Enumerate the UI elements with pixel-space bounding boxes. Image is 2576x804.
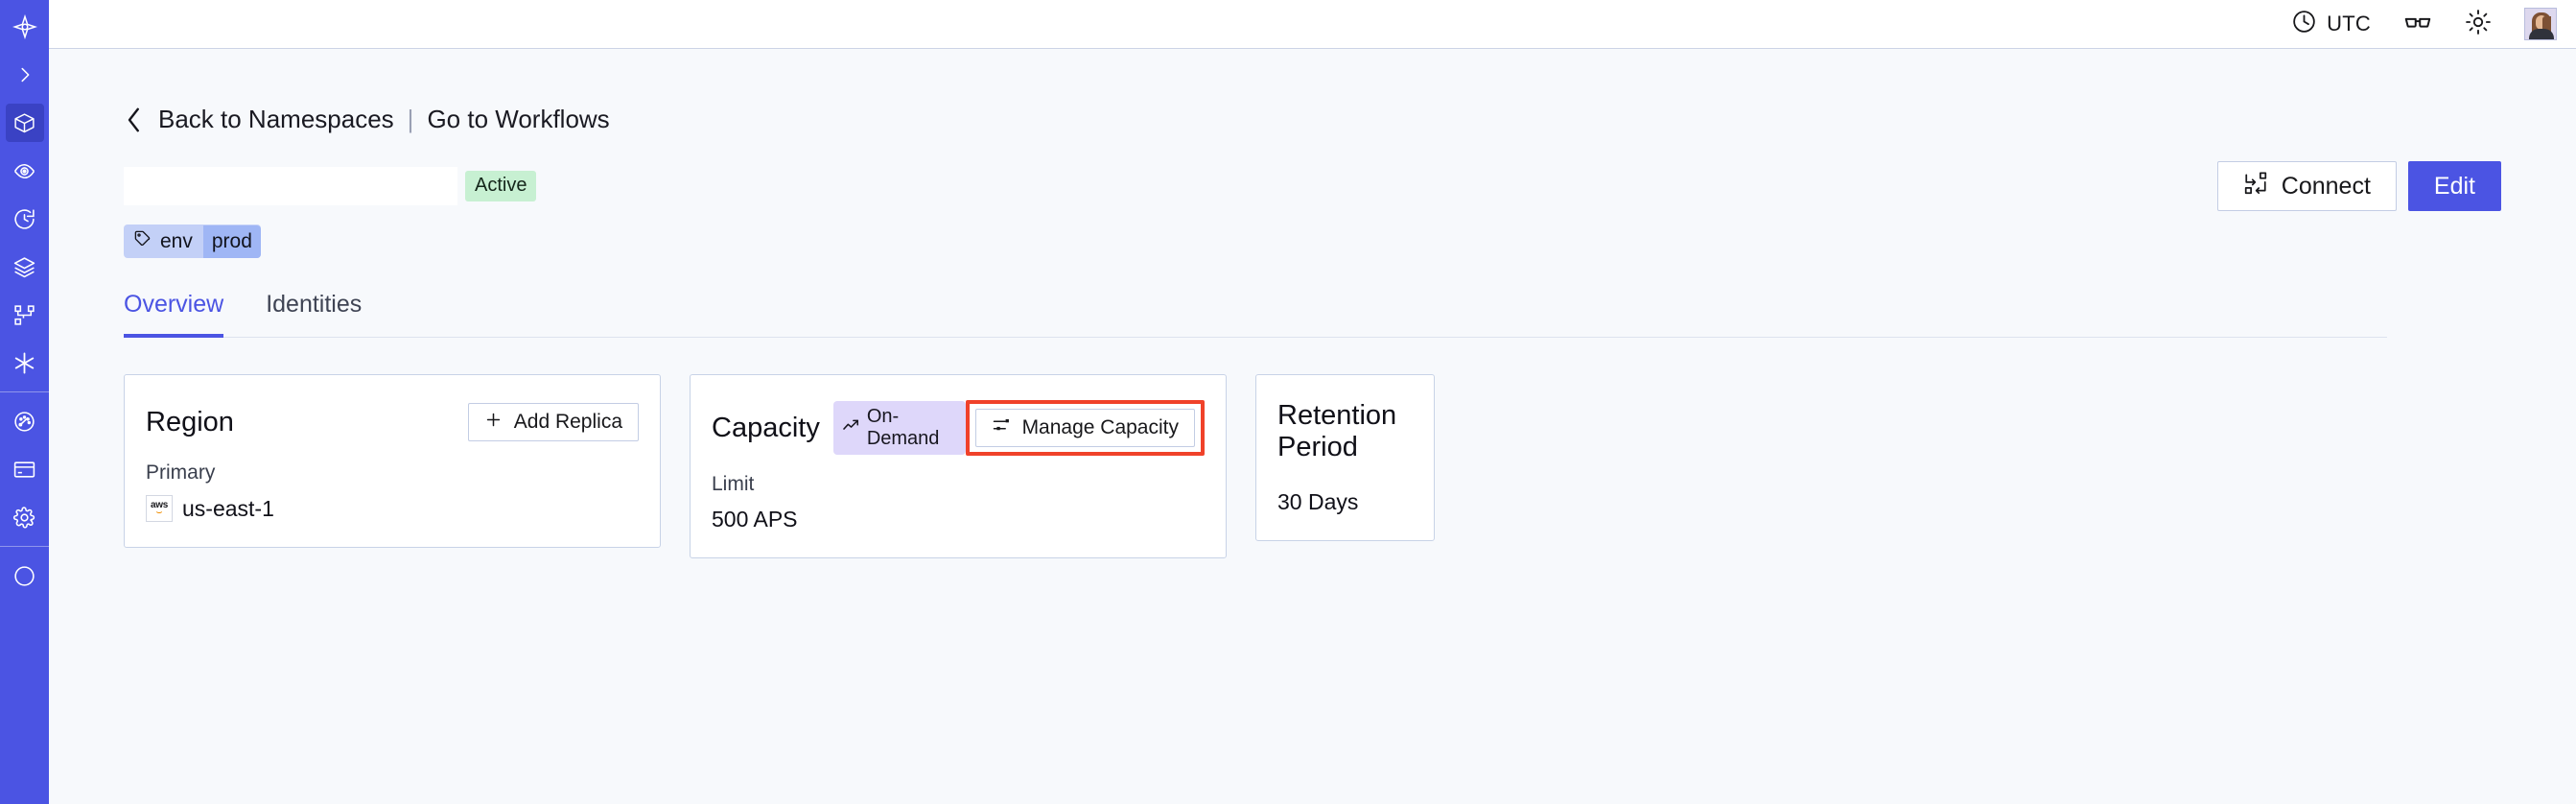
go-to-workflows-link[interactable]: Go to Workflows	[427, 105, 610, 133]
primary-sidebar	[0, 0, 49, 804]
sidebar-item-schedules[interactable]	[6, 200, 44, 238]
help-circle-icon	[12, 564, 36, 588]
sidebar-item-observability[interactable]	[6, 152, 44, 190]
breadcrumb-separator: |	[407, 105, 414, 133]
edit-button[interactable]: Edit	[2407, 161, 2501, 211]
timezone-label: UTC	[2327, 12, 2371, 35]
eye-icon	[12, 159, 36, 183]
glasses-icon[interactable]	[2403, 8, 2432, 41]
manage-capacity-highlight: Manage Capacity	[965, 400, 1205, 456]
connect-label: Connect	[2281, 172, 2371, 200]
trending-up-icon	[842, 416, 860, 440]
capacity-card: Capacity On-Demand	[690, 374, 1227, 558]
breadcrumb: Back to Namespaces | Go to Workflows	[124, 105, 2501, 134]
namespace-tag[interactable]: env prod	[124, 225, 261, 258]
edit-label: Edit	[2433, 172, 2475, 200]
namespace-title-row: Active Connect	[124, 161, 2501, 211]
title-actions: Connect Edit	[2216, 161, 2501, 211]
sidebar-item-settings[interactable]	[6, 498, 44, 536]
capacity-limit-value: 500 APS	[712, 507, 798, 532]
capacity-mode-badge: On-Demand	[832, 401, 966, 455]
sidebar-item-deployments[interactable]	[6, 248, 44, 286]
retention-card-title: Retention Period	[1277, 400, 1397, 462]
gear-icon	[12, 506, 36, 530]
region-value-row: aws ⌣ us-east-1	[146, 495, 639, 522]
sidebar-divider-top	[0, 391, 49, 392]
sidebar-item-usage[interactable]	[6, 402, 44, 440]
sidebar-divider-bottom	[0, 546, 49, 547]
main-area: UTC	[49, 0, 2576, 804]
capacity-limit-label: Limit	[712, 473, 755, 495]
region-card-title: Region	[146, 406, 234, 437]
layers-icon	[12, 255, 36, 279]
status-badge: Active	[465, 171, 537, 201]
add-replica-button[interactable]: Add Replica	[467, 403, 639, 441]
aws-logo-icon: aws ⌣	[146, 495, 173, 522]
manage-capacity-button[interactable]: Manage Capacity	[974, 409, 1195, 447]
region-primary-label: Primary	[146, 461, 216, 484]
gauge-icon	[12, 410, 36, 434]
sidebar-item-help[interactable]	[6, 556, 44, 595]
retention-value: 30 Days	[1277, 489, 1359, 514]
sidebar-item-billing[interactable]	[6, 450, 44, 488]
sliders-icon	[992, 415, 1011, 440]
region-value: us-east-1	[182, 495, 274, 521]
connect-button[interactable]: Connect	[2216, 161, 2397, 211]
credit-card-icon	[12, 458, 36, 482]
region-card: Region Add Replica	[124, 374, 661, 548]
cube-icon	[12, 111, 36, 135]
overview-cards: Region Add Replica	[124, 374, 2501, 558]
tag-icon	[133, 229, 152, 253]
user-avatar[interactable]	[2524, 8, 2557, 40]
chevron-left-icon[interactable]	[124, 106, 145, 134]
temporal-logo-icon[interactable]	[6, 8, 44, 46]
tab-overview[interactable]: Overview	[124, 291, 224, 338]
plus-icon	[484, 411, 503, 435]
tab-identities[interactable]: Identities	[266, 291, 363, 318]
add-replica-label: Add Replica	[513, 411, 622, 433]
tab-bar: Overview Identities	[124, 291, 2387, 338]
sidebar-item-workflows[interactable]	[6, 296, 44, 334]
chevron-right-icon[interactable]	[6, 56, 44, 94]
sidebar-item-nexus[interactable]	[6, 343, 44, 382]
timezone-selector[interactable]: UTC	[2291, 9, 2371, 39]
sun-icon[interactable]	[2465, 9, 2492, 40]
tag-row: env prod	[124, 225, 2501, 258]
clock-history-icon	[12, 207, 36, 231]
retention-card: Retention Period 30 Days	[1255, 374, 1435, 541]
top-bar: UTC	[49, 0, 2576, 49]
sidebar-item-namespaces[interactable]	[5, 104, 44, 142]
aws-logo-text: aws	[150, 500, 168, 510]
back-to-namespaces-link[interactable]: Back to Namespaces	[158, 105, 394, 133]
tag-key: env	[160, 229, 193, 252]
capacity-mode-label: On-Demand	[866, 406, 940, 449]
connect-icon	[2243, 171, 2268, 202]
workflow-nodes-icon	[12, 303, 36, 327]
clock-icon	[2291, 9, 2317, 39]
asterisk-icon	[12, 350, 37, 376]
namespace-name-redacted	[124, 167, 457, 205]
manage-capacity-label: Manage Capacity	[1021, 416, 1179, 438]
page-content: Back to Namespaces | Go to Workflows Act…	[49, 49, 2576, 804]
tag-value: prod	[202, 225, 261, 258]
aws-swoosh: ⌣	[155, 507, 163, 518]
capacity-card-title: Capacity	[712, 412, 820, 443]
